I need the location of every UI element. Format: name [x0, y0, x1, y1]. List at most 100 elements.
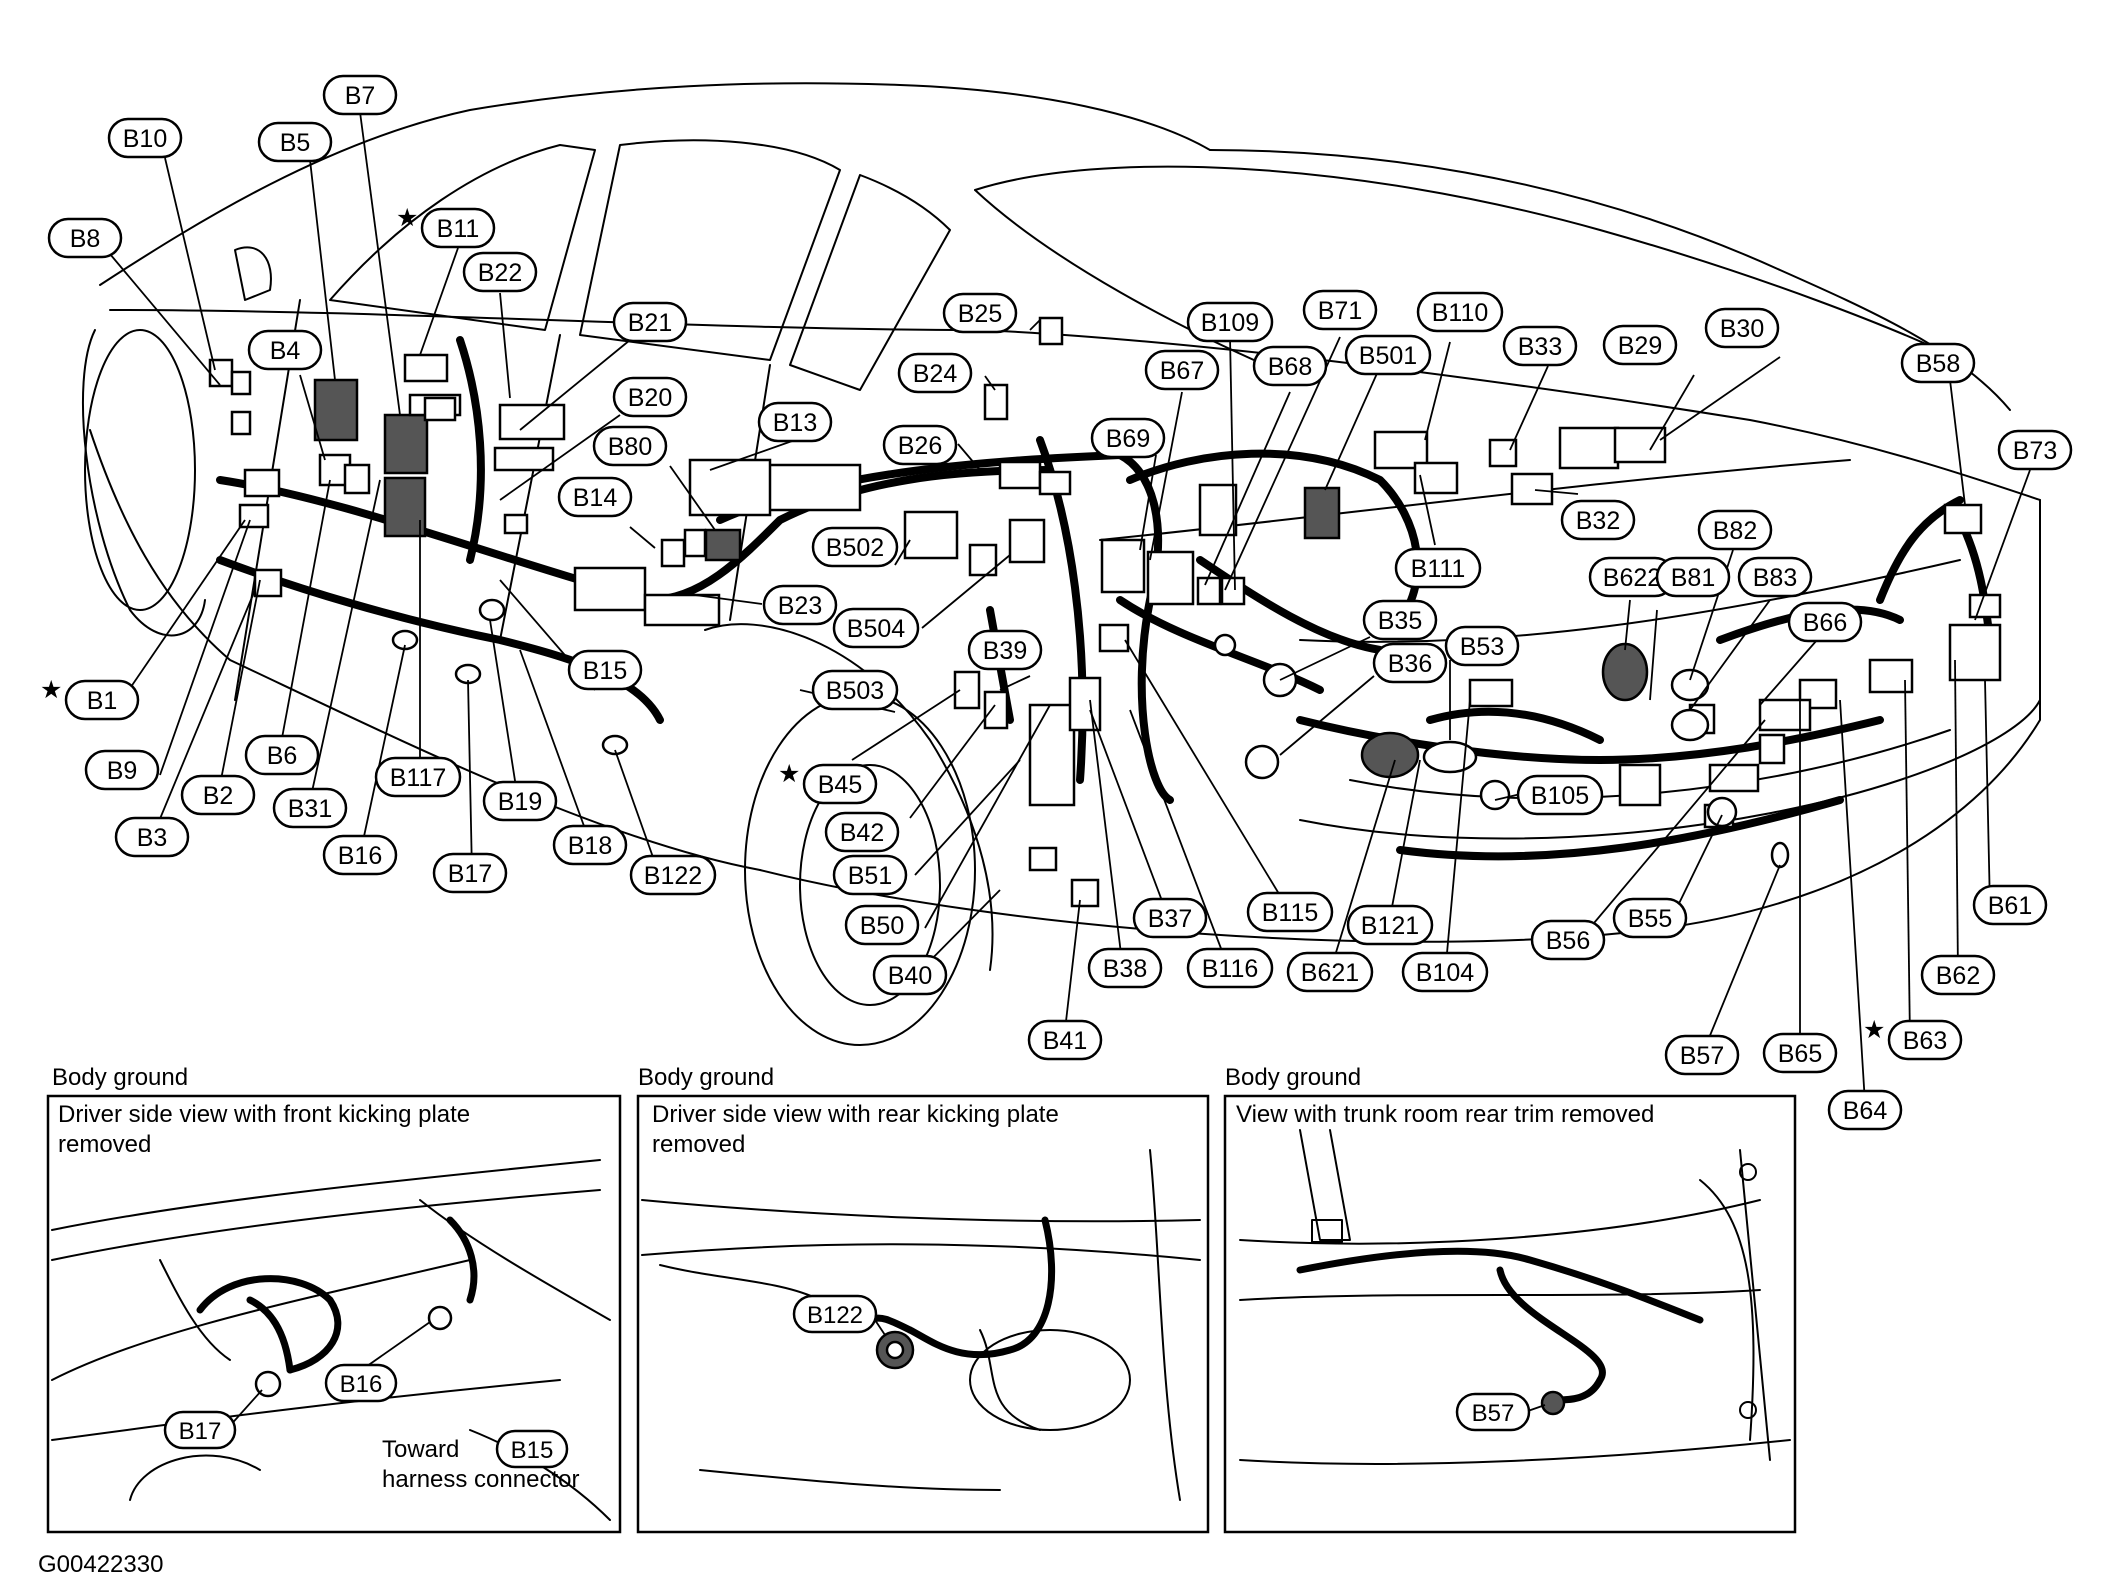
inset-front-kicking-plate: Body ground Driver side view with front … [46, 1064, 622, 1534]
connector-label-b23: B23 [762, 584, 838, 626]
svg-text:B29: B29 [1618, 332, 1662, 360]
connectors [208, 316, 2002, 908]
svg-text:B117: B117 [390, 764, 447, 792]
svg-text:B504: B504 [847, 615, 905, 643]
inset-3-sketch [1239, 1129, 1791, 1465]
star-marker-b11: ★ [396, 204, 418, 232]
svg-text:B115: B115 [1262, 899, 1319, 927]
svg-text:B83: B83 [1753, 564, 1797, 592]
svg-text:B15: B15 [583, 657, 627, 685]
svg-text:B4: B4 [270, 337, 301, 365]
svg-text:B5: B5 [280, 129, 311, 157]
svg-text:B116: B116 [1202, 955, 1259, 983]
svg-text:B13: B13 [773, 409, 817, 437]
connector-label-b7: B7 [322, 74, 398, 116]
connector-label-b9: B9 [84, 749, 160, 791]
svg-text:B501: B501 [1359, 342, 1417, 370]
svg-text:B18: B18 [568, 832, 612, 860]
connector-label-b69: B69 [1090, 417, 1166, 459]
connector-label-b61: B61 [1972, 884, 2048, 926]
inset-2-label-b122: B122 [792, 1294, 878, 1334]
svg-text:B16: B16 [338, 842, 382, 870]
connector-label-b35: B35 [1362, 599, 1438, 641]
svg-text:B35: B35 [1378, 607, 1422, 635]
inset-2-caption-line-2: removed [652, 1131, 745, 1158]
inset-3-label-b57: B57 [1455, 1392, 1531, 1432]
connector-label-b121: B121 [1346, 904, 1434, 946]
svg-text:B42: B42 [840, 819, 884, 847]
connector-label-b67: B67 [1144, 349, 1220, 391]
svg-text:B502: B502 [826, 534, 884, 562]
connector-label-b73: B73 [1997, 429, 2073, 471]
svg-text:B45: B45 [818, 771, 862, 799]
connector-label-b71: B71 [1302, 289, 1378, 331]
connector-label-b16: B16 [322, 834, 398, 876]
connector-label-b105: B105 [1516, 774, 1604, 816]
svg-text:B53: B53 [1460, 633, 1504, 661]
svg-text:B50: B50 [860, 912, 904, 940]
connector-label-b32: B32 [1560, 499, 1636, 541]
connector-label-b33: B33 [1502, 325, 1578, 367]
svg-text:B80: B80 [608, 433, 652, 461]
svg-text:B69: B69 [1106, 425, 1150, 453]
star-marker-b63: ★ [1863, 1016, 1885, 1044]
inset-1-label-b15: B15 [495, 1429, 569, 1469]
svg-text:B21: B21 [628, 309, 672, 337]
inset-1-caption-line-2: removed [58, 1131, 151, 1158]
svg-text:B9: B9 [107, 757, 138, 785]
connector-label-b30: B30 [1704, 307, 1780, 349]
connector-label-b68: B68 [1252, 345, 1328, 387]
connector-label-b504: B504 [832, 607, 920, 649]
svg-text:B41: B41 [1043, 1027, 1087, 1055]
connector-label-b41: B41 [1027, 1019, 1103, 1061]
connector-label-b62: B62 [1920, 954, 1996, 996]
svg-text:B14: B14 [573, 484, 618, 512]
inset-1-label-b17: B17 [163, 1410, 237, 1450]
connector-label-b31: B31 [272, 787, 348, 829]
connector-label-b111: B111 [1394, 547, 1482, 589]
connector-label-b57: B57 [1664, 1034, 1740, 1076]
connector-label-b53: B53 [1444, 625, 1520, 667]
connector-label-b2: B2 [180, 774, 256, 816]
svg-text:B111: B111 [1411, 555, 1466, 583]
svg-text:B2: B2 [203, 782, 234, 810]
connector-label-b502: B502 [811, 526, 899, 568]
svg-text:B56: B56 [1546, 927, 1590, 955]
connector-label-b11: B11★ [396, 204, 496, 249]
svg-text:B26: B26 [898, 432, 942, 460]
connector-label-b19: B19 [482, 780, 558, 822]
connector-label-b104: B104 [1401, 951, 1489, 993]
svg-text:B30: B30 [1720, 315, 1764, 343]
svg-text:B1: B1 [87, 687, 118, 715]
connector-label-b29: B29 [1602, 324, 1678, 366]
svg-text:B24: B24 [913, 360, 958, 388]
connector-label-b82: B82 [1697, 509, 1773, 551]
svg-text:B62: B62 [1936, 962, 1980, 990]
connector-label-b22: B22 [462, 251, 538, 293]
connector-label-b13: B13 [757, 401, 833, 443]
inset-1-note-line-1: Toward [382, 1436, 459, 1463]
connector-label-b17: B17 [432, 852, 508, 894]
svg-text:B17: B17 [448, 860, 492, 888]
svg-text:B51: B51 [848, 862, 892, 890]
connector-label-b503: B503 [811, 669, 899, 711]
svg-text:B503: B503 [826, 677, 884, 705]
svg-text:B68: B68 [1268, 353, 1312, 381]
svg-text:B622: B622 [1603, 564, 1661, 592]
connector-label-b45: B45★ [778, 760, 878, 805]
svg-text:B73: B73 [2013, 437, 2057, 465]
connector-label-b64: B64 [1827, 1089, 1903, 1131]
connector-label-b115: B115 [1246, 891, 1334, 933]
svg-text:B121: B121 [1361, 912, 1419, 940]
inset-1-sketch [51, 1159, 611, 1521]
connector-label-b621: B621 [1286, 951, 1374, 993]
svg-text:B39: B39 [983, 637, 1027, 665]
connector-label-b81: B81 [1655, 556, 1731, 598]
svg-text:B67: B67 [1160, 357, 1204, 385]
connector-label-b110: B110 [1416, 291, 1504, 333]
connector-label-b26: B26 [882, 424, 958, 466]
svg-text:B81: B81 [1671, 564, 1715, 592]
connector-label-b51: B51 [832, 854, 908, 896]
svg-text:B109: B109 [1201, 309, 1259, 337]
